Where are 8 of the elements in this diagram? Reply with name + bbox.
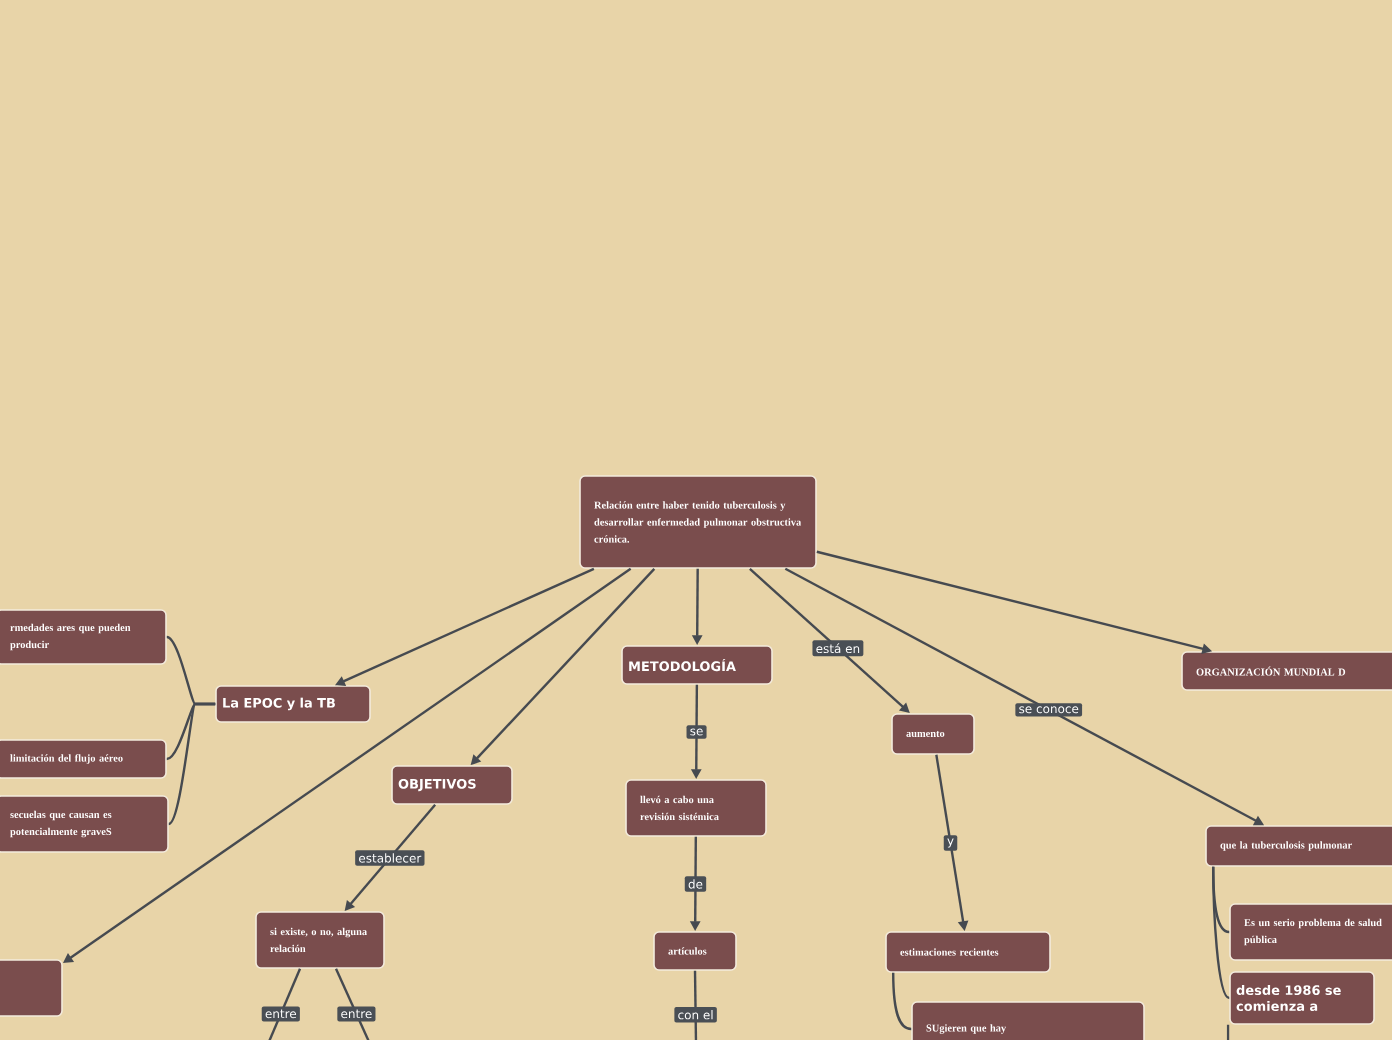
connector bbox=[693, 970, 698, 1040]
connector bbox=[168, 702, 216, 825]
connector bbox=[334, 968, 372, 1040]
topic-box bbox=[0, 959, 63, 1017]
connector bbox=[266, 968, 302, 1040]
connector bbox=[1212, 866, 1230, 999]
connector bbox=[892, 972, 912, 1031]
connector bbox=[1226, 1024, 1230, 1040]
